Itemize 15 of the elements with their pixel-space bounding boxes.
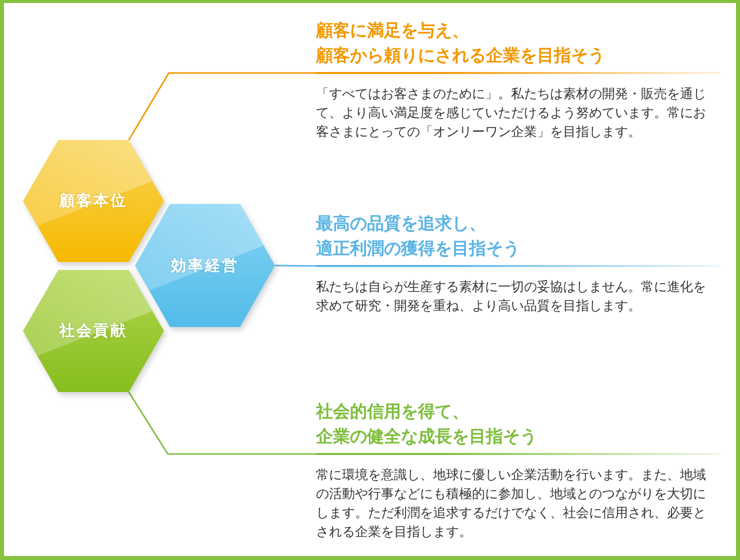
paragraph: 常に環境を意識し、地球に優しい企業活動を行います。また、地域の活動や行事などにも積極的に参加し、地域とのつながりを大切にします。ただ利潤を追求するだけでなく、社会に信用され、必要とされる企業を目指します。 bbox=[316, 467, 707, 542]
heading: 最高の品質を追求し、適正利潤の獲得を目指そう bbox=[316, 213, 521, 261]
connector-line bbox=[128, 72, 316, 140]
connector-line bbox=[274, 264, 316, 267]
hexagon bbox=[135, 204, 275, 327]
paragraph: 「すべてはお客さまのために」。私たちは素材の開発・販売を通じて、より高い満足度を感じていただけるよう努めています。常にお客さまにとっての「オンリーワン企業」を目指します。 bbox=[316, 86, 707, 142]
heading: 社会的信用を得て、企業の健全な成長を目指そう bbox=[316, 401, 538, 449]
hexagon-label: 効率経営 bbox=[171, 256, 239, 275]
hexagon-label: 顧客本位 bbox=[60, 192, 128, 210]
heading: 顧客に満足を与え、顧客から頼りにされる企業を目指そう bbox=[316, 20, 606, 68]
paragraph: 私たちは自らが生産する素材に一切の妥協はしません。常に進化を求めて研究・開発を重ね、より高い品質を目指します。 bbox=[316, 279, 707, 316]
connector-line bbox=[128, 392, 316, 455]
hexagon bbox=[23, 140, 164, 262]
hexagon-label: 社会貢献 bbox=[60, 322, 128, 340]
hexagon bbox=[23, 270, 164, 392]
